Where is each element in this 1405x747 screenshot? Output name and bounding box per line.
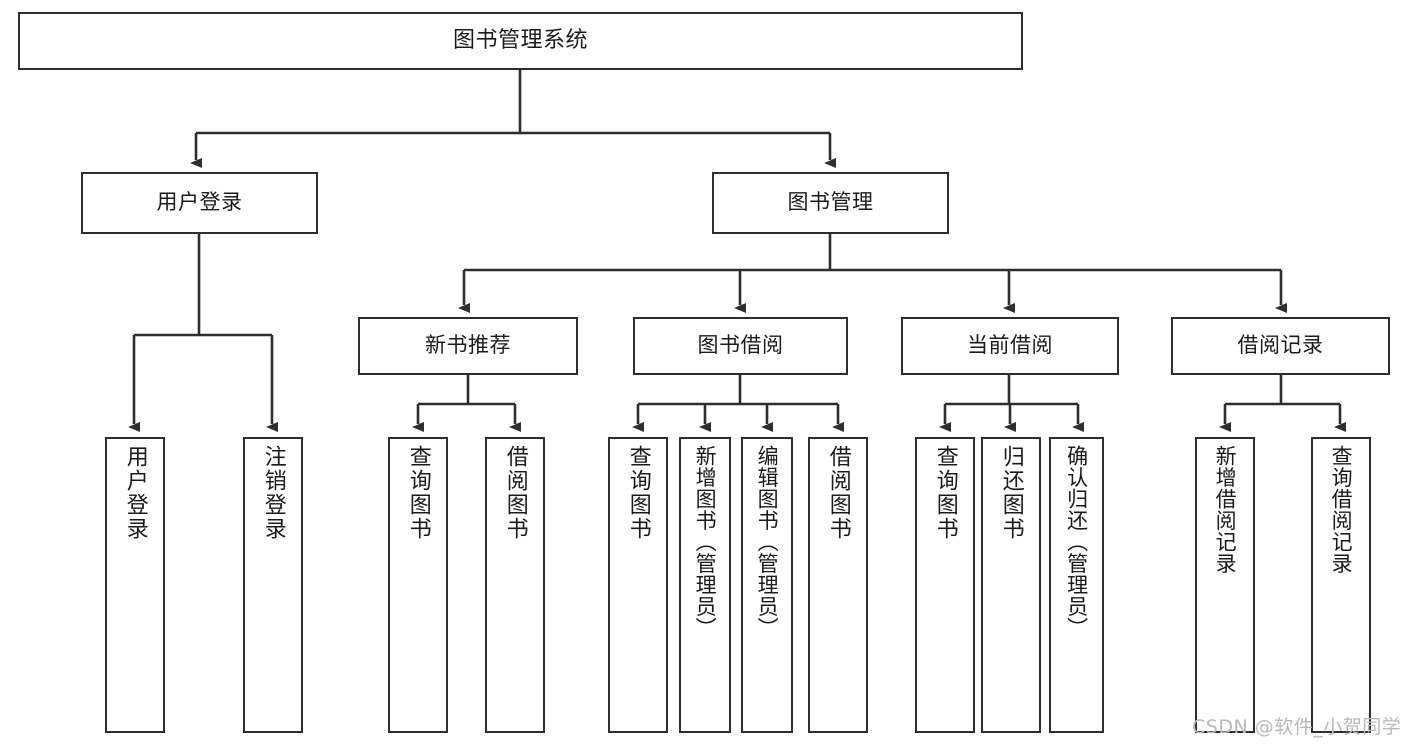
node-label: 确认归还（管理员）: [1064, 445, 1089, 639]
node-label: 新增借阅记录: [1213, 445, 1238, 574]
node-leaf-user-login[interactable]: 用户登录: [105, 437, 165, 733]
node-label: 查询图书: [932, 445, 958, 541]
node-label: 新增图书（管理员）: [693, 445, 718, 639]
node-leaf-query-borrow-record[interactable]: 查询借阅记录: [1311, 437, 1371, 733]
node-book-management[interactable]: 图书管理: [712, 172, 949, 234]
node-label: 用户登录: [122, 445, 148, 541]
node-leaf-query-book-recommend[interactable]: 查询图书: [388, 437, 448, 733]
node-label: 借阅图书: [502, 445, 528, 541]
node-label: 图书管理系统: [452, 27, 588, 53]
node-leaf-query-book-current[interactable]: 查询图书: [915, 437, 975, 733]
node-label: 新书推荐: [425, 333, 511, 358]
node-leaf-return-book[interactable]: 归还图书: [981, 437, 1041, 733]
node-current-borrow[interactable]: 当前借阅: [901, 317, 1119, 375]
node-label: 图书管理: [787, 190, 874, 215]
node-label: 图书借阅: [697, 333, 784, 358]
node-label: 注销登录: [260, 445, 286, 541]
node-leaf-add-book-admin[interactable]: 新增图书（管理员）: [679, 437, 731, 733]
node-leaf-borrow-book-recommend[interactable]: 借阅图书: [485, 437, 545, 733]
node-leaf-borrow-book[interactable]: 借阅图书: [808, 437, 868, 733]
node-label: 查询图书: [625, 445, 651, 541]
node-label: 编辑图书（管理员）: [755, 445, 780, 639]
node-leaf-edit-book-admin[interactable]: 编辑图书（管理员）: [741, 437, 793, 733]
node-leaf-logout[interactable]: 注销登录: [243, 437, 303, 733]
node-borrow-record[interactable]: 借阅记录: [1171, 317, 1390, 375]
node-new-book-recommend[interactable]: 新书推荐: [358, 317, 578, 375]
node-label: 查询借阅记录: [1329, 445, 1354, 574]
watermark-text: CSDN @软件_小贺同学: [1192, 716, 1402, 738]
node-label: 用户登录: [156, 190, 243, 215]
node-label: 查询图书: [405, 445, 431, 541]
node-label: 归还图书: [998, 445, 1024, 541]
node-label: 借阅记录: [1237, 333, 1324, 358]
node-root-book-management-system[interactable]: 图书管理系统: [18, 12, 1023, 70]
node-leaf-add-borrow-record[interactable]: 新增借阅记录: [1195, 437, 1255, 733]
node-leaf-query-book-borrow[interactable]: 查询图书: [608, 437, 668, 733]
node-label: 当前借阅: [967, 333, 1053, 358]
node-label: 借阅图书: [825, 445, 851, 541]
node-user-login[interactable]: 用户登录: [81, 172, 318, 234]
node-leaf-confirm-return-admin[interactable]: 确认归还（管理员）: [1049, 437, 1104, 733]
node-book-borrow[interactable]: 图书借阅: [633, 317, 848, 375]
